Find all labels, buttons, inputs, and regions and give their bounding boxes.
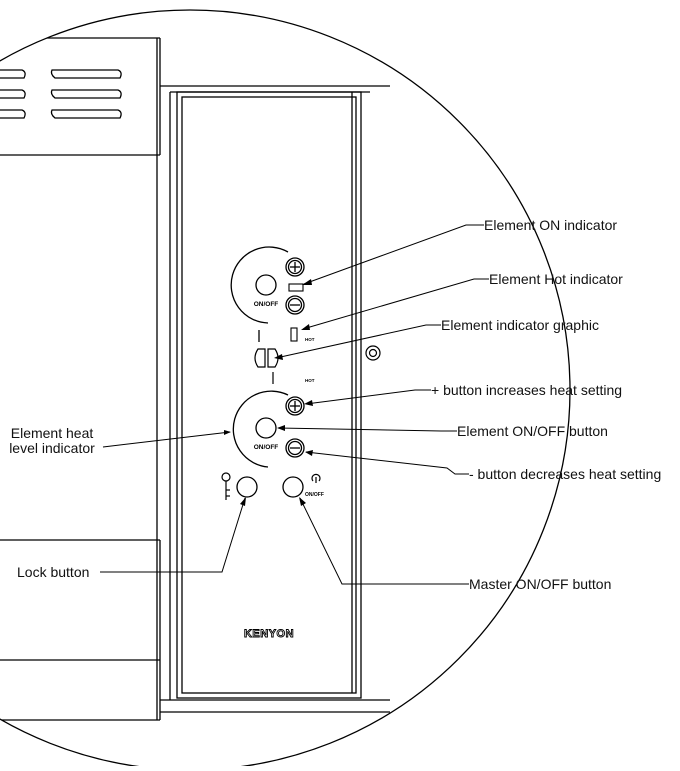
master-onoff-button[interactable] xyxy=(282,476,304,498)
upper-plus-button[interactable] xyxy=(285,257,305,277)
minus-button[interactable] xyxy=(285,438,305,458)
upper-element-control xyxy=(230,246,289,342)
lock-button[interactable] xyxy=(236,476,258,498)
hot-text-2: HOT xyxy=(305,378,315,383)
leader-lines xyxy=(100,224,489,585)
lower-element-control xyxy=(232,390,289,468)
element-on-indicator xyxy=(288,283,304,292)
element-hot-indicator: HOT xyxy=(290,327,315,342)
callout-heat-level-line2: level indicator xyxy=(9,440,95,456)
power-icon xyxy=(311,473,321,483)
callout-lock-button: Lock button xyxy=(17,564,90,580)
callout-master-onoff-button: Master ON/OFF button xyxy=(469,576,612,592)
callout-element-onoff-button: Element ON/OFF button xyxy=(457,423,608,439)
callout-heat-level-line1: Element heat xyxy=(10,425,94,441)
element-indicator-graphic: HOT xyxy=(254,348,315,384)
lower-onoff-text: ON/OFF xyxy=(254,444,279,451)
upper-onoff-button[interactable]: ON/OFF xyxy=(254,274,279,308)
arrowheads xyxy=(224,279,313,506)
panel-screw xyxy=(365,345,381,361)
panel-frame xyxy=(160,85,390,713)
upper-heat-arc xyxy=(230,246,289,324)
vent-slots xyxy=(0,69,122,119)
callout-element-on-indicator: Element ON indicator xyxy=(484,217,618,233)
callout-element-indicator-graphic: Element indicator graphic xyxy=(441,317,599,333)
upper-minus-button[interactable] xyxy=(285,295,305,315)
plus-button[interactable] xyxy=(285,396,305,416)
callout-minus-button: - button decreases heat setting xyxy=(469,466,662,482)
hot-text-1: HOT xyxy=(305,337,315,342)
upper-onoff-text: ON/OFF xyxy=(254,301,279,308)
cooktop-body xyxy=(0,37,161,721)
key-icon xyxy=(221,472,231,500)
brand-logo: KENYON xyxy=(244,628,294,640)
callout-element-hot-indicator: Element Hot indicator xyxy=(489,271,623,287)
callout-plus-button: + button increases heat setting xyxy=(431,382,623,398)
element-onoff-button[interactable]: ON/OFF xyxy=(254,417,279,451)
master-onoff-text: ON/OFF xyxy=(305,492,324,498)
element-heat-level-indicator xyxy=(232,390,289,468)
